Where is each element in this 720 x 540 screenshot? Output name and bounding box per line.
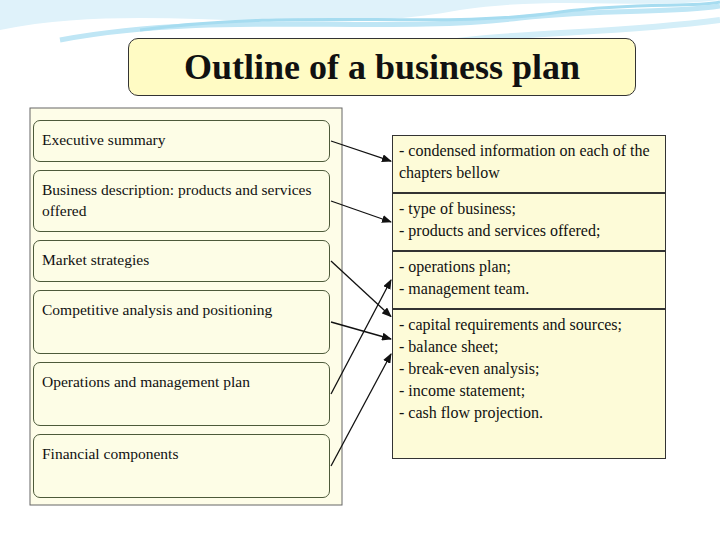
arrow xyxy=(331,280,391,394)
left-panel xyxy=(30,108,342,505)
chapter-box: Business description: products and servi… xyxy=(33,170,330,232)
chapter-title: Operations and management plan xyxy=(42,371,321,392)
content-box: - operations plan;- management team. xyxy=(392,251,666,309)
chapter-box: Operations and management plan xyxy=(33,362,330,426)
chapter-title: Financial components xyxy=(42,443,321,464)
content-box: - type of business;- products and servic… xyxy=(392,193,666,251)
content-box: - condensed information on each of the c… xyxy=(392,135,666,193)
content-item: - operations plan; xyxy=(399,256,659,278)
content-item: - capital requirements and sources; xyxy=(399,314,659,336)
wave-line xyxy=(60,6,720,40)
chapter-title: Market strategies xyxy=(42,249,321,270)
chapter-box: Financial components xyxy=(33,434,330,498)
chapter-title: Executive summary xyxy=(42,129,321,150)
arrow xyxy=(331,201,391,222)
content-box: - capital requirements and sources;- bal… xyxy=(392,309,666,459)
content-item: - break-even analysis; xyxy=(399,358,659,380)
content-item: - type of business; xyxy=(399,198,659,220)
arrow xyxy=(331,261,391,317)
arrow xyxy=(331,141,391,161)
content-item: - condensed information on each of the c… xyxy=(399,140,659,184)
arrow xyxy=(331,354,391,466)
content-item: - management team. xyxy=(399,278,659,300)
chapter-box: Executive summary xyxy=(33,120,330,162)
content-item: - cash flow projection. xyxy=(399,402,659,424)
content-item: - balance sheet; xyxy=(399,336,659,358)
chapter-title: Business description: products and servi… xyxy=(42,179,321,221)
content-item: - products and services offered; xyxy=(399,220,659,242)
chapter-box: Market strategies xyxy=(33,240,330,282)
title: Outline of a business plan xyxy=(184,46,580,88)
title-box: Outline of a business plan xyxy=(128,38,636,96)
chapter-box: Competitive analysis and positioning xyxy=(33,290,330,354)
chapter-title: Competitive analysis and positioning xyxy=(42,299,321,320)
content-item: - income statement; xyxy=(399,380,659,402)
